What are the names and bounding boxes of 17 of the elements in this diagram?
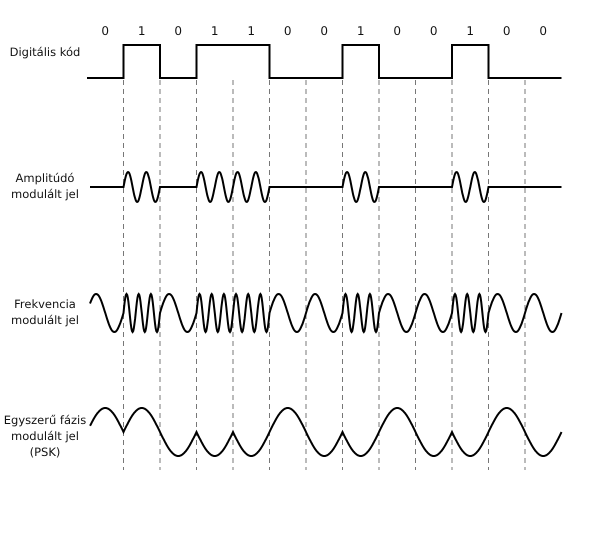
bit-value: 0 [428, 24, 439, 38]
bit-value: 0 [173, 24, 184, 38]
bit-value: 0 [502, 24, 512, 38]
am-signal-label: Amplitúdó modulált jel [10, 170, 80, 202]
bit-value: 1 [356, 24, 366, 38]
bit-value: 0 [282, 24, 293, 38]
bit-value: 0 [392, 24, 402, 38]
fm-signal-label: Frekvencia modulált jel [10, 296, 80, 328]
bit-value: 1 [465, 24, 476, 38]
bit-value: 0 [538, 24, 548, 38]
bit-value: 1 [246, 24, 256, 38]
psk-signal-label: Egyszerű fázis modulált jel (PSK) [2, 412, 88, 460]
bit-value: 0 [319, 24, 330, 38]
bit-value: 1 [136, 24, 147, 38]
digital-code-label: Digitális kód [8, 44, 82, 60]
bit-value: 0 [100, 24, 110, 38]
bit-value: 1 [210, 24, 220, 38]
